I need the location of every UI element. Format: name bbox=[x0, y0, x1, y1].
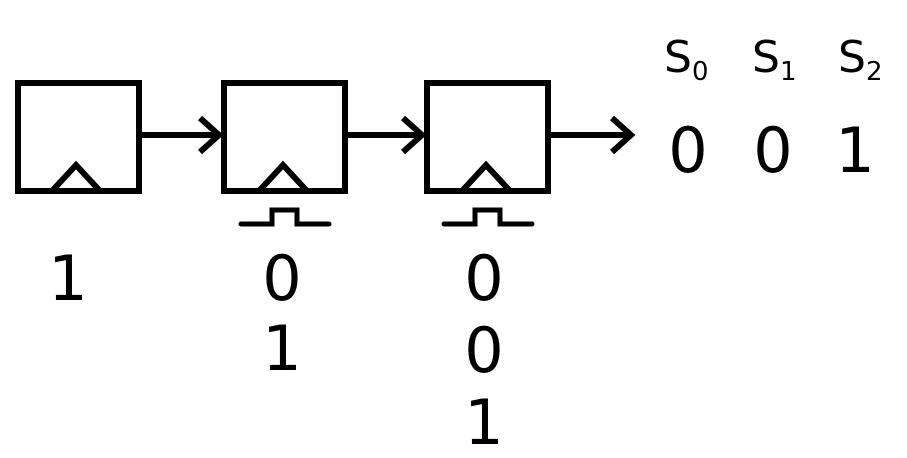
flip-flop-3 bbox=[424, 80, 551, 194]
output-s2: 1 bbox=[835, 114, 874, 187]
state-label-s1: S1 bbox=[752, 32, 796, 87]
arrow-2-to-3 bbox=[348, 115, 427, 155]
output-s1: 0 bbox=[753, 114, 792, 187]
column-3-value: 0 bbox=[464, 242, 503, 315]
clock-pulse-icon bbox=[441, 207, 535, 227]
arrow-1-to-2 bbox=[142, 115, 224, 155]
output-arrow bbox=[551, 115, 636, 155]
output-s0: 0 bbox=[668, 114, 707, 187]
flip-flop-2 bbox=[221, 80, 348, 194]
column-3-value: 1 bbox=[464, 386, 503, 458]
column-3-value: 0 bbox=[464, 314, 503, 387]
flip-flop-1 bbox=[15, 80, 142, 194]
column-1-value: 1 bbox=[48, 242, 87, 315]
column-2-value: 1 bbox=[262, 312, 301, 385]
column-2-value: 0 bbox=[262, 242, 301, 315]
clock-pulse-icon bbox=[238, 207, 332, 227]
state-label-s2: S2 bbox=[838, 32, 882, 87]
state-label-s0: S0 bbox=[664, 32, 708, 87]
